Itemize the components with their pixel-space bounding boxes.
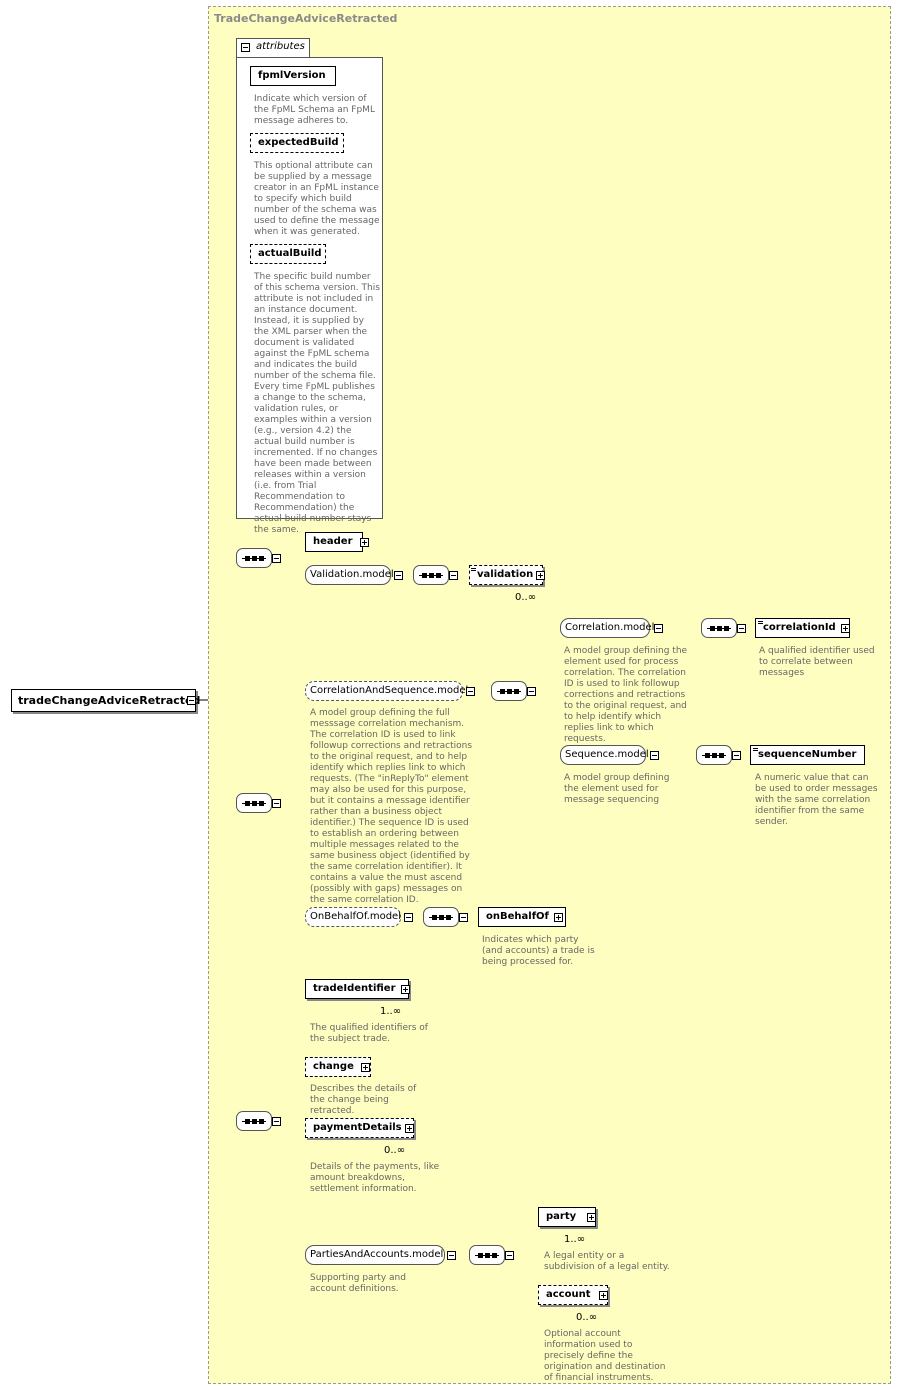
- collapse-icon[interactable]: [394, 571, 403, 580]
- expand-icon[interactable]: [554, 913, 563, 922]
- collapse-icon[interactable]: [272, 799, 281, 808]
- collapse-icon[interactable]: [505, 1251, 514, 1260]
- simple-content-marker: [471, 568, 476, 569]
- element-doc: The qualified identifiers of the subject…: [310, 1023, 428, 1044]
- element-sequence-number[interactable]: sequenceNumber: [750, 745, 865, 765]
- element-doc: A qualified identifier used to correlate…: [759, 646, 875, 678]
- attribute-expectedbuild[interactable]: expectedBuild: [250, 133, 344, 153]
- collapse-icon[interactable]: [272, 1117, 281, 1126]
- collapse-icon[interactable]: [272, 554, 281, 563]
- collapse-icon[interactable]: [654, 624, 663, 633]
- collapse-icon[interactable]: [449, 571, 458, 580]
- root-element[interactable]: tradeChangeAdviceRetracted: [11, 689, 200, 712]
- complex-type-title: TradeChangeAdviceRetracted: [214, 12, 398, 25]
- collapse-icon[interactable]: [447, 1251, 456, 1260]
- collapse-icon[interactable]: [650, 751, 659, 760]
- occurrence-label: 1..∞: [380, 1006, 402, 1017]
- element-doc: Optional account information used to pre…: [544, 1329, 666, 1383]
- collapse-icon[interactable]: [241, 43, 250, 52]
- element-account[interactable]: account: [538, 1285, 608, 1305]
- element-change[interactable]: change: [305, 1057, 371, 1077]
- expand-icon[interactable]: [536, 571, 545, 580]
- expand-icon[interactable]: [587, 1213, 596, 1222]
- element-doc: Indicates which party (and accounts) a t…: [482, 935, 595, 967]
- sequence-compositor: [236, 1111, 272, 1131]
- attribute-doc: The specific build number of this schema…: [254, 272, 380, 535]
- element-doc: Details of the payments, like amount bre…: [310, 1162, 440, 1194]
- element-doc: A numeric value that can be used to orde…: [755, 773, 878, 827]
- sequence-compositor: [236, 548, 272, 568]
- attributes-tab[interactable]: [236, 38, 310, 58]
- simple-content-marker: [758, 623, 763, 624]
- model-group-doc: A model group defining the full messsage…: [310, 708, 473, 905]
- attribute-actualbuild[interactable]: actualBuild: [250, 244, 326, 264]
- sequence-compositor: [469, 1245, 505, 1265]
- simple-content-marker: [471, 570, 476, 571]
- expand-icon[interactable]: [361, 1063, 370, 1072]
- simple-content-marker: [753, 750, 758, 751]
- model-group-doc: A model group defining the element used …: [564, 773, 670, 805]
- collapse-icon[interactable]: [737, 624, 746, 633]
- expand-icon[interactable]: [599, 1291, 608, 1300]
- sequence-compositor: [696, 745, 732, 765]
- sequence-compositor: [413, 565, 449, 585]
- element-trade-identifier[interactable]: tradeIdentifier: [305, 979, 409, 999]
- attribute-doc: Indicate which version of the FpML Schem…: [254, 94, 375, 126]
- expand-icon[interactable]: [841, 624, 850, 633]
- element-payment-details[interactable]: paymentDetails: [305, 1118, 414, 1138]
- simple-content-marker: [758, 621, 763, 622]
- attribute-fpmlversion[interactable]: fpmlVersion: [250, 66, 336, 86]
- model-group-correlation-and-sequence[interactable]: CorrelationAndSequence.model: [305, 681, 468, 701]
- sequence-compositor: [491, 681, 527, 701]
- element-correlation-id[interactable]: correlationId: [755, 618, 850, 638]
- expand-icon[interactable]: [360, 538, 369, 547]
- element-header[interactable]: header: [305, 532, 363, 552]
- model-group-correlation[interactable]: Correlation.model: [560, 618, 654, 638]
- collapse-icon[interactable]: [732, 751, 741, 760]
- collapse-icon[interactable]: [187, 696, 196, 705]
- occurrence-label: 0..∞: [515, 592, 537, 603]
- attributes-label: attributes: [256, 41, 305, 52]
- collapse-icon[interactable]: [459, 913, 468, 922]
- element-doc: A legal entity or a subdivision of a leg…: [544, 1251, 670, 1272]
- sequence-compositor: [701, 618, 737, 638]
- occurrence-label: 0..∞: [384, 1145, 406, 1156]
- model-group-doc: Supporting party and account definitions…: [310, 1273, 406, 1294]
- element-on-behalf-of[interactable]: onBehalfOf: [478, 907, 566, 927]
- sequence-compositor: [423, 907, 459, 927]
- collapse-icon[interactable]: [527, 687, 536, 696]
- model-group-on-behalf-of[interactable]: OnBehalfOf.model: [305, 907, 401, 927]
- simple-content-marker: [753, 748, 758, 749]
- model-group-validation[interactable]: Validation.model: [305, 565, 394, 585]
- expand-icon[interactable]: [405, 1124, 414, 1133]
- model-group-parties-and-accounts[interactable]: PartiesAndAccounts.model: [305, 1245, 445, 1265]
- expand-icon[interactable]: [401, 985, 410, 994]
- attribute-doc: This optional attribute can be supplied …: [254, 161, 380, 237]
- occurrence-label: 1..∞: [564, 1234, 586, 1245]
- sequence-compositor: [236, 793, 272, 813]
- collapse-icon[interactable]: [466, 687, 475, 696]
- element-doc: Describes the details of the change bein…: [310, 1084, 417, 1116]
- model-group-doc: A model group defining the element used …: [564, 646, 688, 744]
- occurrence-label: 0..∞: [576, 1312, 598, 1323]
- collapse-icon[interactable]: [404, 913, 413, 922]
- model-group-sequence[interactable]: Sequence.model: [560, 745, 649, 765]
- element-validation[interactable]: validation: [469, 565, 543, 585]
